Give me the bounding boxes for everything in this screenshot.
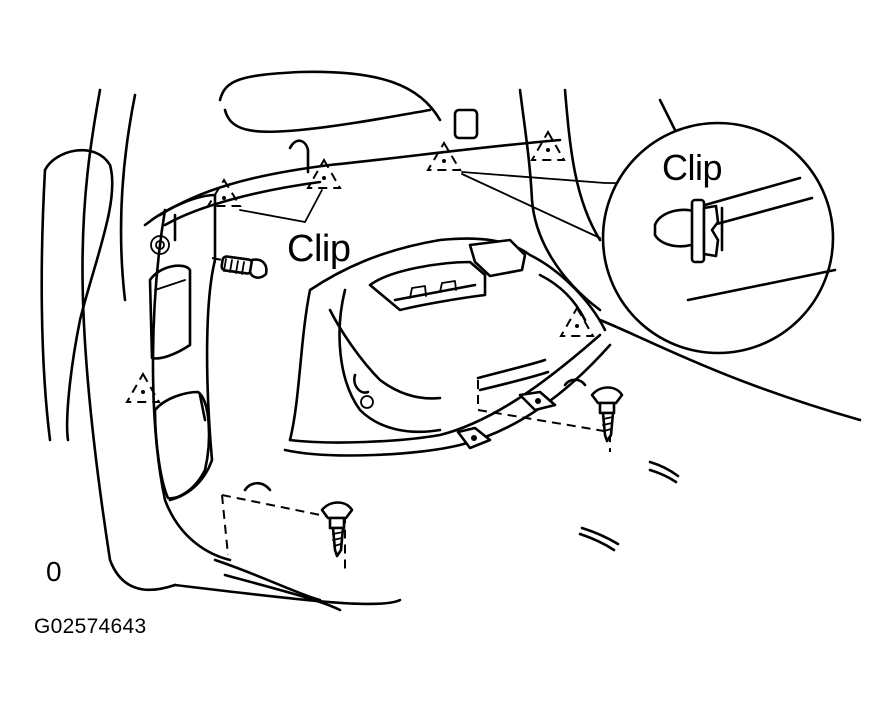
detail-magnifier-circle <box>601 121 837 355</box>
bolt-icon <box>320 501 354 558</box>
dashed-triangle-icon <box>125 371 161 403</box>
bolt-icon <box>220 255 268 279</box>
wheel-housing-cover <box>283 237 612 457</box>
dashed-triangle-icon <box>306 157 342 189</box>
dashed-triangle-icon <box>206 178 242 207</box>
dashed-triangle-icon <box>530 129 566 161</box>
side-trim-panel <box>143 193 217 502</box>
figure-code: G02574643 <box>34 615 147 638</box>
dashed-triangle-icon <box>559 305 595 337</box>
dashed-triangle-icon <box>426 141 462 171</box>
clip-detail-label: Clip <box>662 147 723 188</box>
leader-lines <box>239 171 616 239</box>
bolt-icon <box>590 386 624 443</box>
clip-label: Clip <box>287 228 351 270</box>
view-number: 0 <box>46 556 62 587</box>
upper-trim-edge <box>158 108 562 227</box>
floor-tabs <box>243 358 680 552</box>
